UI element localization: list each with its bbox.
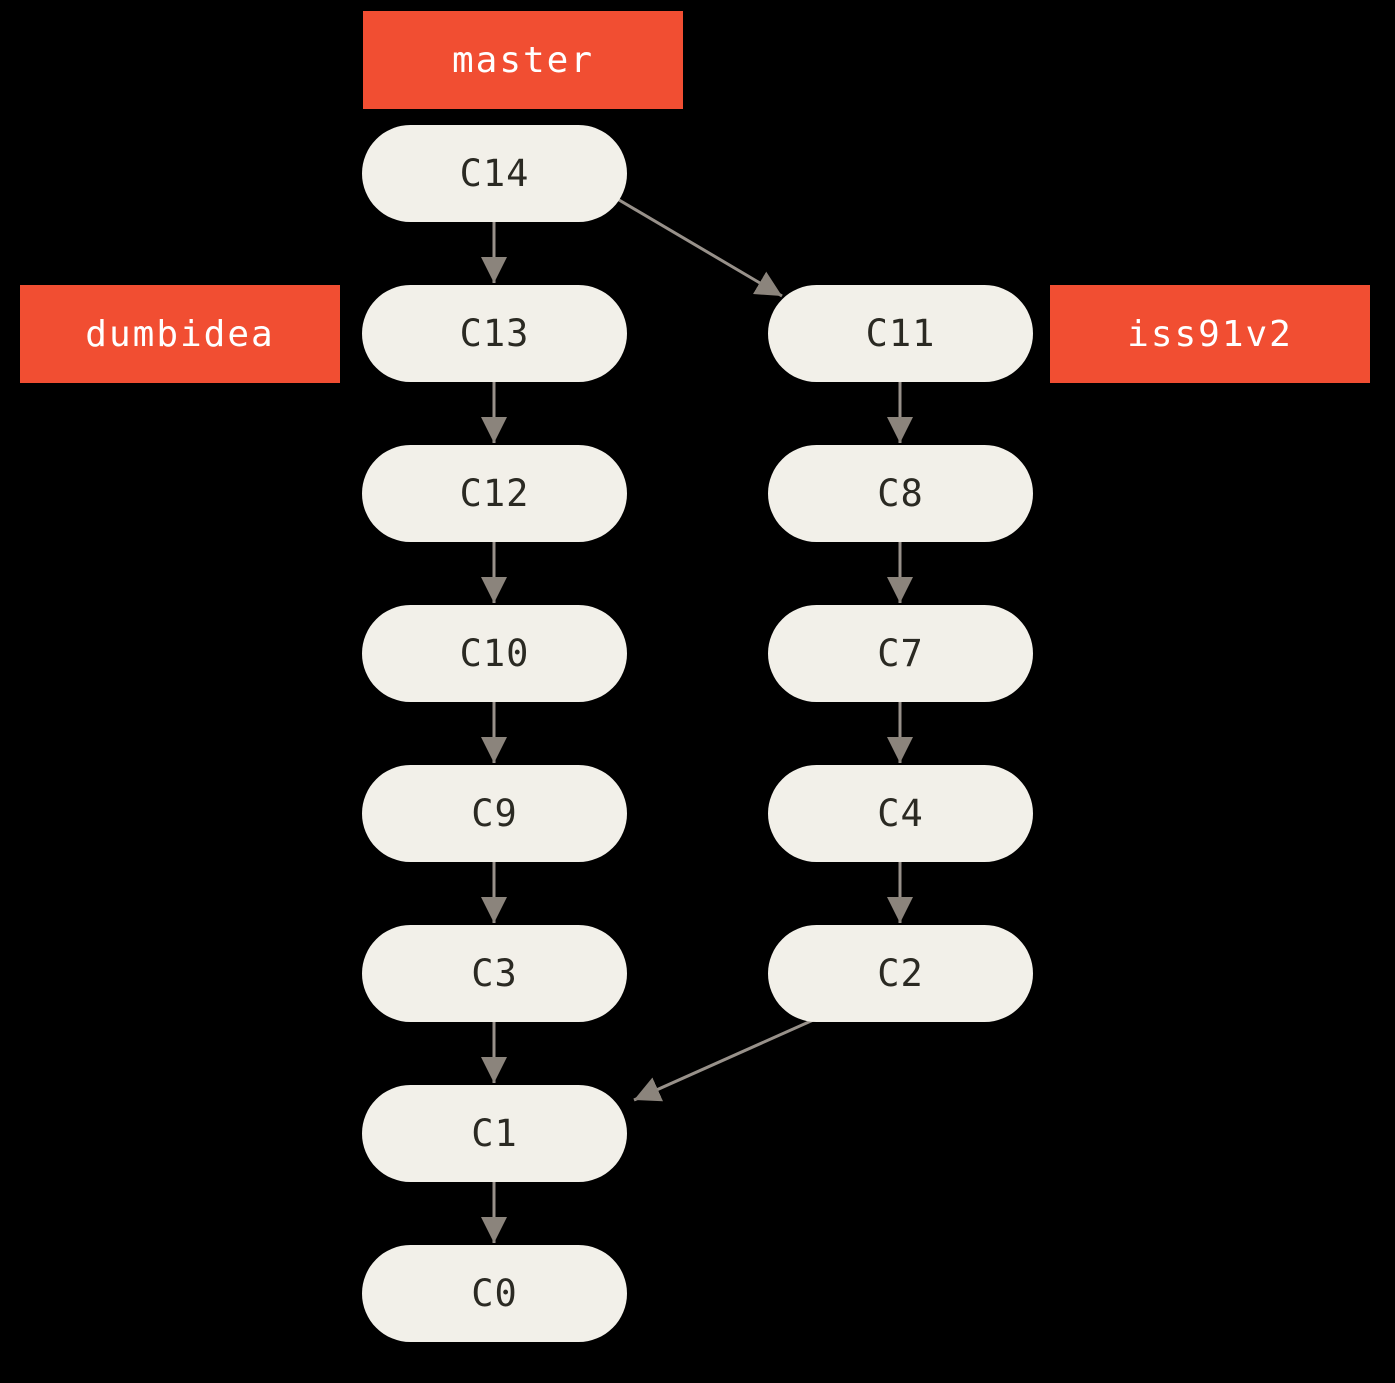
commit-label-c14: C14 [459, 152, 530, 195]
commit-node-c9: C9 [362, 765, 627, 862]
commit-label-c7: C7 [877, 632, 924, 675]
commit-label-c12: C12 [459, 472, 530, 515]
edge-c2-c1 [633, 1015, 821, 1102]
branch-label-iss91v2: iss91v2 [1050, 285, 1370, 383]
commit-node-c1: C1 [362, 1085, 627, 1182]
commit-label-c3: C3 [471, 952, 518, 995]
commit-node-c14: C14 [362, 125, 627, 222]
branch-label-dumbidea: dumbidea [20, 285, 340, 383]
commit-label-c0: C0 [471, 1272, 518, 1315]
commit-node-c13: C13 [362, 285, 627, 382]
commit-label-c8: C8 [877, 472, 924, 515]
commit-node-c3: C3 [362, 925, 627, 1022]
commit-label-c11: C11 [865, 312, 936, 355]
commit-node-c2: C2 [768, 925, 1033, 1022]
branch-label-iss91v2-text: iss91v2 [1127, 313, 1293, 355]
commit-label-c9: C9 [471, 792, 518, 835]
commit-node-c10: C10 [362, 605, 627, 702]
commit-label-c1: C1 [471, 1112, 518, 1155]
edge-c14-c11 [613, 195, 783, 298]
branch-label-dumbidea-text: dumbidea [85, 313, 275, 355]
branch-label-master-text: master [451, 39, 595, 81]
commit-label-c10: C10 [459, 632, 530, 675]
commit-node-c11: C11 [768, 285, 1033, 382]
branch-label-master: master [363, 11, 683, 109]
commit-label-c13: C13 [459, 312, 530, 355]
commit-node-c7: C7 [768, 605, 1033, 702]
commit-node-c4: C4 [768, 765, 1033, 862]
commit-node-c0: C0 [362, 1245, 627, 1342]
commit-node-c8: C8 [768, 445, 1033, 542]
commit-node-c12: C12 [362, 445, 627, 542]
commit-label-c4: C4 [877, 792, 924, 835]
commit-label-c2: C2 [877, 952, 924, 995]
